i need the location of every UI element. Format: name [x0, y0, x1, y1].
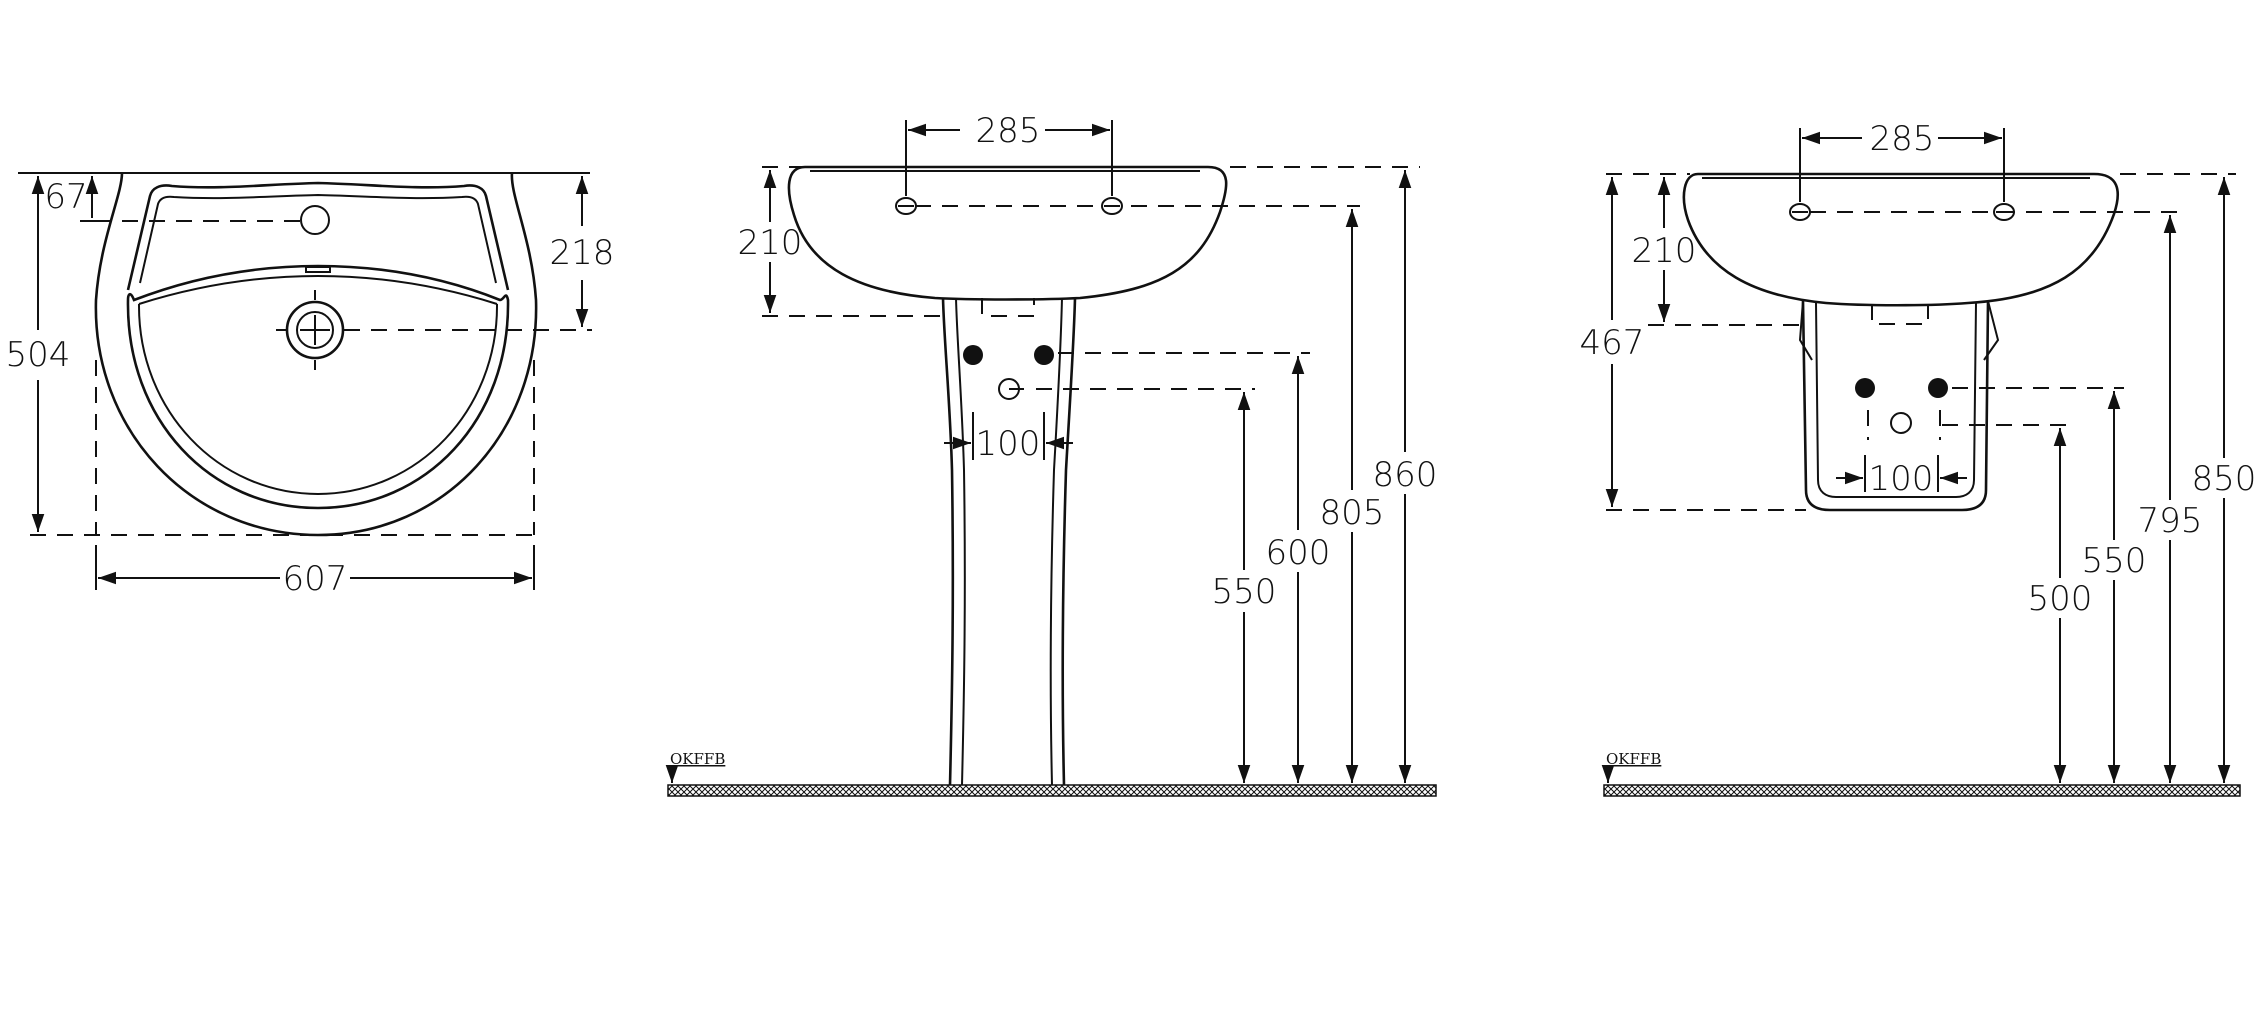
top-width-label: 607 — [283, 559, 348, 599]
pedestal-tap-height-label: 805 — [1320, 493, 1385, 533]
wall-tap-spacing-label: 285 — [1870, 119, 1935, 159]
pedestal-view: 285 210 100 OKFFB 550 600 805 860 — [665, 111, 1438, 797]
wall-shroud-height-label: 467 — [1580, 323, 1645, 363]
wall-basin-height-label: 210 — [1632, 231, 1697, 271]
wall-waste-height-label: 500 — [2028, 579, 2093, 619]
pedestal-rim-height-label: 860 — [1373, 455, 1438, 495]
pedestal-floor-label: OKFFB — [670, 750, 725, 768]
wall-supply-spacing-label: 100 — [1869, 459, 1934, 499]
pedestal-supply-height-label: 600 — [1266, 533, 1331, 573]
wall-rim-height-label: 850 — [2192, 459, 2257, 499]
wall-tap-height-label: 795 — [2138, 501, 2203, 541]
wall-supply-height-label: 550 — [2082, 541, 2147, 581]
pedestal-supply-spacing-label: 100 — [976, 424, 1041, 464]
wall-view: 285 210 467 100 OKFFB 500 550 795 850 — [1580, 119, 2257, 797]
wall-floor-label: OKFFB — [1606, 750, 1661, 768]
pedestal-waste-height-label: 550 — [1212, 572, 1277, 612]
pedestal-basin-height-label: 210 — [738, 223, 803, 263]
top-taphole-label: 67 — [44, 177, 87, 217]
top-view: 607 504 67 218 — [6, 172, 615, 599]
top-waste-label: 218 — [550, 233, 615, 273]
top-depth-label: 504 — [6, 335, 71, 375]
pedestal-tap-spacing-label: 285 — [976, 111, 1041, 151]
